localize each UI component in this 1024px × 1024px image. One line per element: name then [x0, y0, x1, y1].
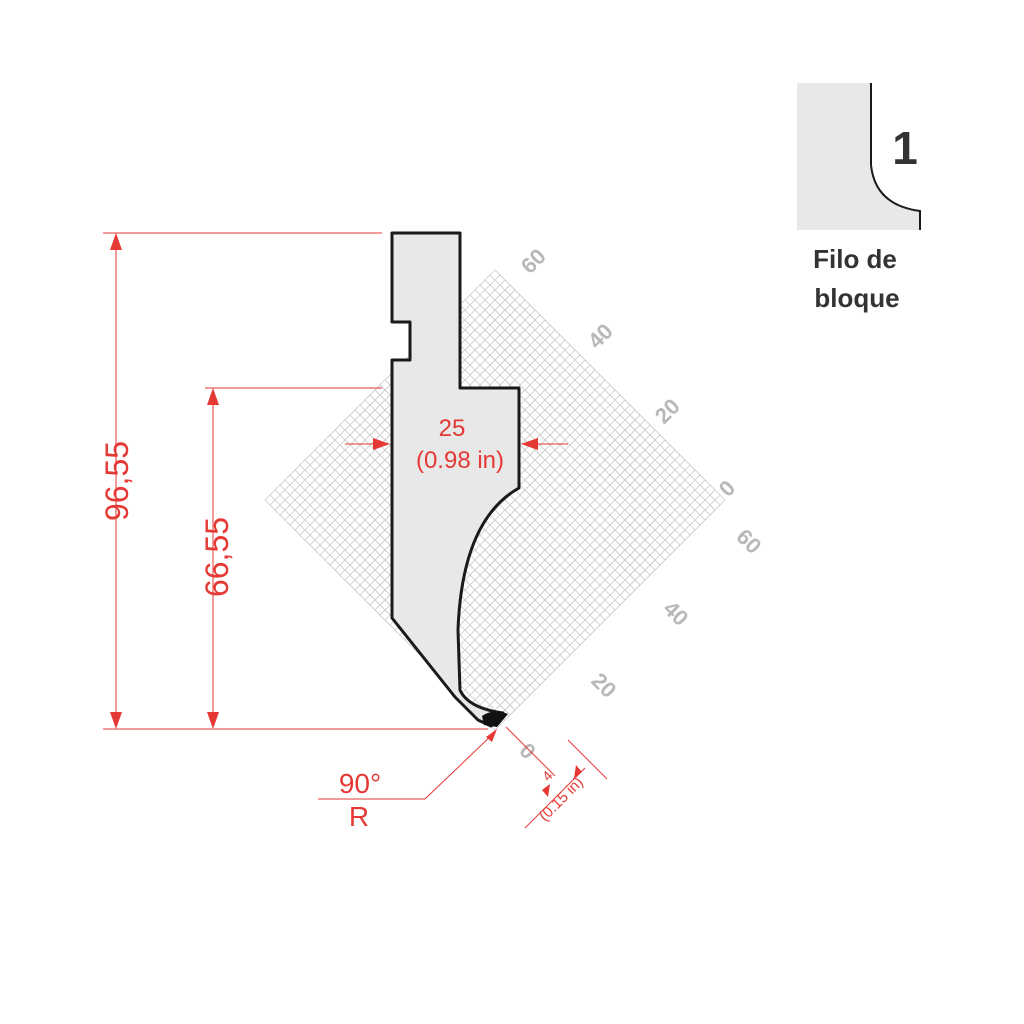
dim-tip-mm: 4	[539, 767, 556, 784]
badge-number: 1	[892, 122, 918, 174]
dim-width-mm: 25	[439, 415, 466, 442]
dim-radius-label: R	[349, 801, 369, 832]
grid-line	[439, 324, 671, 556]
dimension-lines	[103, 232, 608, 829]
scale-lower-0: 0	[514, 738, 540, 764]
dim-angle: 90°	[339, 768, 381, 799]
grid-line	[474, 479, 706, 711]
grid-line	[454, 459, 686, 691]
arrow-width-left	[373, 438, 390, 450]
dim-partial-height: 66,55	[199, 517, 235, 597]
arrow-66-top	[207, 388, 219, 405]
dim-width-in: (0.98 in)	[416, 447, 504, 474]
arrow-96-bottom	[110, 712, 122, 729]
scale-lower-60: 60	[731, 524, 766, 559]
grid-line	[424, 339, 656, 571]
badge-caption-line2: bloque	[814, 283, 899, 313]
grid-scale-lower: 60 40 20 0	[514, 524, 766, 764]
grid-line	[429, 434, 661, 666]
scale-lower-20: 20	[586, 668, 621, 703]
scale-lower-40: 40	[658, 596, 693, 631]
grid-line	[444, 319, 676, 551]
arrow-width-right	[521, 438, 538, 450]
punch-tip	[482, 711, 508, 727]
grid-line	[439, 444, 671, 676]
grid-line	[464, 299, 696, 531]
arrow-66-bottom	[207, 712, 219, 729]
dimension-arrows	[110, 233, 582, 797]
grid-line	[479, 284, 711, 516]
punch-profile	[390, 231, 521, 728]
dim-tip-in: (0.15 in)	[536, 774, 587, 825]
scale-upper-20: 20	[650, 394, 685, 429]
arrow-tip-1	[542, 784, 550, 797]
grid-line	[449, 454, 681, 686]
grid-line	[464, 469, 696, 701]
grid-line	[484, 279, 716, 511]
scale-upper-40: 40	[583, 319, 618, 354]
arrow-angle	[486, 729, 497, 742]
grid-line	[494, 269, 726, 501]
angle-leader-d	[424, 731, 496, 800]
grid-line	[494, 499, 726, 731]
tip-ext-3	[567, 739, 608, 780]
grid-line	[434, 329, 666, 561]
grid-line	[479, 484, 711, 716]
grid-line	[489, 274, 721, 506]
grid-line	[454, 309, 686, 541]
scale-upper-60: 60	[516, 244, 551, 279]
grid-line	[469, 474, 701, 706]
badge-caption-line1: Filo de	[813, 244, 897, 274]
block-edge-shape-icon	[797, 83, 920, 230]
edge-type-badge: 1 Filo de bloque	[797, 83, 921, 313]
grid-line	[484, 489, 716, 721]
tip-ext-1	[505, 726, 556, 777]
grid-line	[444, 449, 676, 681]
arrow-96-top	[110, 233, 122, 250]
grid-line	[429, 334, 661, 566]
block-edge-outline	[870, 83, 921, 230]
dim-total-height: 96,55	[99, 441, 135, 521]
grid-line	[449, 314, 681, 546]
arrow-tip-2	[574, 765, 582, 778]
grid-line	[434, 439, 666, 671]
grid-line	[459, 304, 691, 536]
tip-ext-2	[524, 767, 586, 829]
grid-line	[469, 294, 701, 526]
grid-line	[489, 494, 721, 726]
grid-line	[474, 289, 706, 521]
grid-line	[459, 464, 691, 696]
grid-line	[424, 429, 656, 661]
